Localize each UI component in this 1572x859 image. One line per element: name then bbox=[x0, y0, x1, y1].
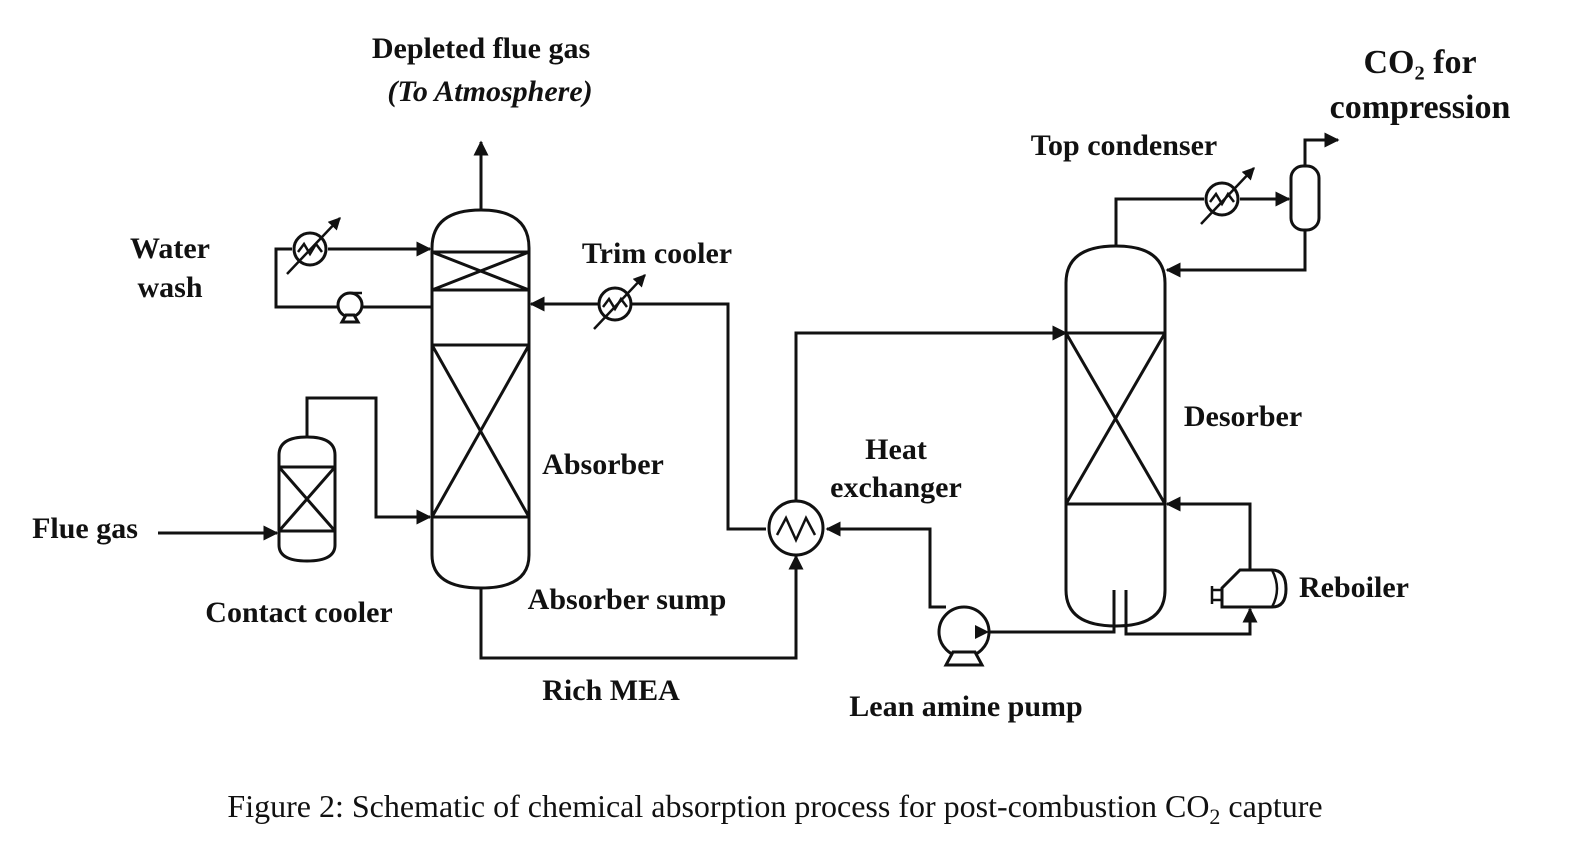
label-wash: wash bbox=[137, 271, 202, 304]
cooled-gas-line bbox=[305, 396, 432, 525]
figure-caption: Figure 2: Schematic of chemical absorpti… bbox=[227, 788, 1322, 829]
lean-amine-return-line bbox=[632, 302, 766, 531]
desorber-overhead-line bbox=[1114, 197, 1204, 246]
label-desorber: Desorber bbox=[1184, 400, 1302, 433]
co2-product-line bbox=[1303, 132, 1340, 166]
label-absorber-sump: Absorber sump bbox=[528, 583, 727, 616]
label-to-atmosphere: (To Atmosphere) bbox=[387, 75, 592, 108]
label-compression: compression bbox=[1330, 89, 1511, 126]
top-condenser-icon bbox=[1200, 167, 1255, 225]
reboiler-vapor-line bbox=[1165, 496, 1252, 570]
desorber-column bbox=[1064, 244, 1167, 628]
rich-mea-to-desorber-line bbox=[794, 325, 1068, 501]
label-reboiler: Reboiler bbox=[1299, 571, 1409, 604]
water-wash-loop bbox=[274, 241, 432, 309]
rich-mea-line bbox=[479, 554, 804, 660]
caption-prefix: Figure 2: Schematic of chemical absorpti… bbox=[227, 788, 1209, 824]
label-depleted-flue-gas: Depleted flue gas bbox=[372, 32, 590, 65]
reboiler-icon bbox=[1210, 568, 1288, 609]
label-exchanger: exchanger bbox=[830, 471, 962, 504]
label-water: Water bbox=[130, 232, 210, 265]
contact-cooler-vessel bbox=[277, 435, 337, 563]
pump-to-exchanger-line bbox=[825, 521, 946, 609]
label-rich-mea: Rich MEA bbox=[542, 674, 680, 707]
water-wash-pump-icon bbox=[336, 291, 364, 324]
desorber-bottoms-line bbox=[1124, 590, 1258, 636]
label-flue-gas: Flue gas bbox=[32, 512, 138, 545]
label-contact-cooler: Contact cooler bbox=[205, 596, 392, 629]
label-absorber: Absorber bbox=[542, 448, 664, 481]
label-top-condenser: Top condenser bbox=[1031, 129, 1217, 162]
label-trim-cooler: Trim cooler bbox=[582, 237, 732, 270]
lean-amine-pump-icon bbox=[937, 605, 991, 667]
label-co2-for: CO₂ for bbox=[1363, 44, 1476, 81]
caption-suffix: capture bbox=[1220, 788, 1322, 824]
lean-amine-line bbox=[987, 590, 1116, 634]
absorber-column bbox=[430, 208, 531, 590]
heat-exchanger-icon bbox=[767, 499, 825, 557]
reflux-drum-vessel bbox=[1289, 164, 1321, 232]
reflux-line bbox=[1165, 230, 1307, 278]
water-wash-cooler-icon bbox=[286, 217, 341, 275]
label-lean-amine-pump: Lean amine pump bbox=[849, 690, 1082, 723]
caption-subscript: 2 bbox=[1209, 804, 1220, 829]
label-heat: Heat bbox=[865, 433, 927, 466]
trim-cooler-icon bbox=[593, 274, 646, 330]
